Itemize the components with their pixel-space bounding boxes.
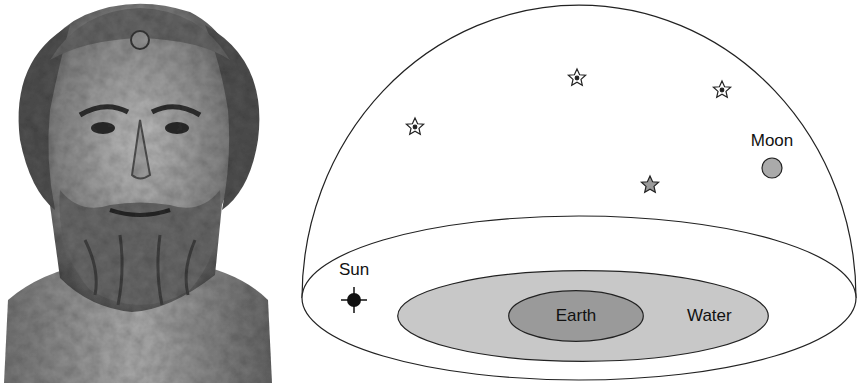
node-label: Earth	[556, 306, 597, 326]
node-label: Water	[687, 306, 732, 326]
philosopher-bust	[4, 4, 272, 383]
moon-body: Moon	[741, 131, 803, 181]
sky-dome	[302, 5, 856, 380]
sun-body: Sun	[330, 260, 378, 316]
node-label: Moon	[751, 131, 794, 151]
earth-region: Earth	[508, 290, 644, 342]
water-region: Water Earth	[397, 270, 769, 362]
node-label: Sun	[339, 260, 369, 280]
star-symbol	[406, 69, 730, 192]
